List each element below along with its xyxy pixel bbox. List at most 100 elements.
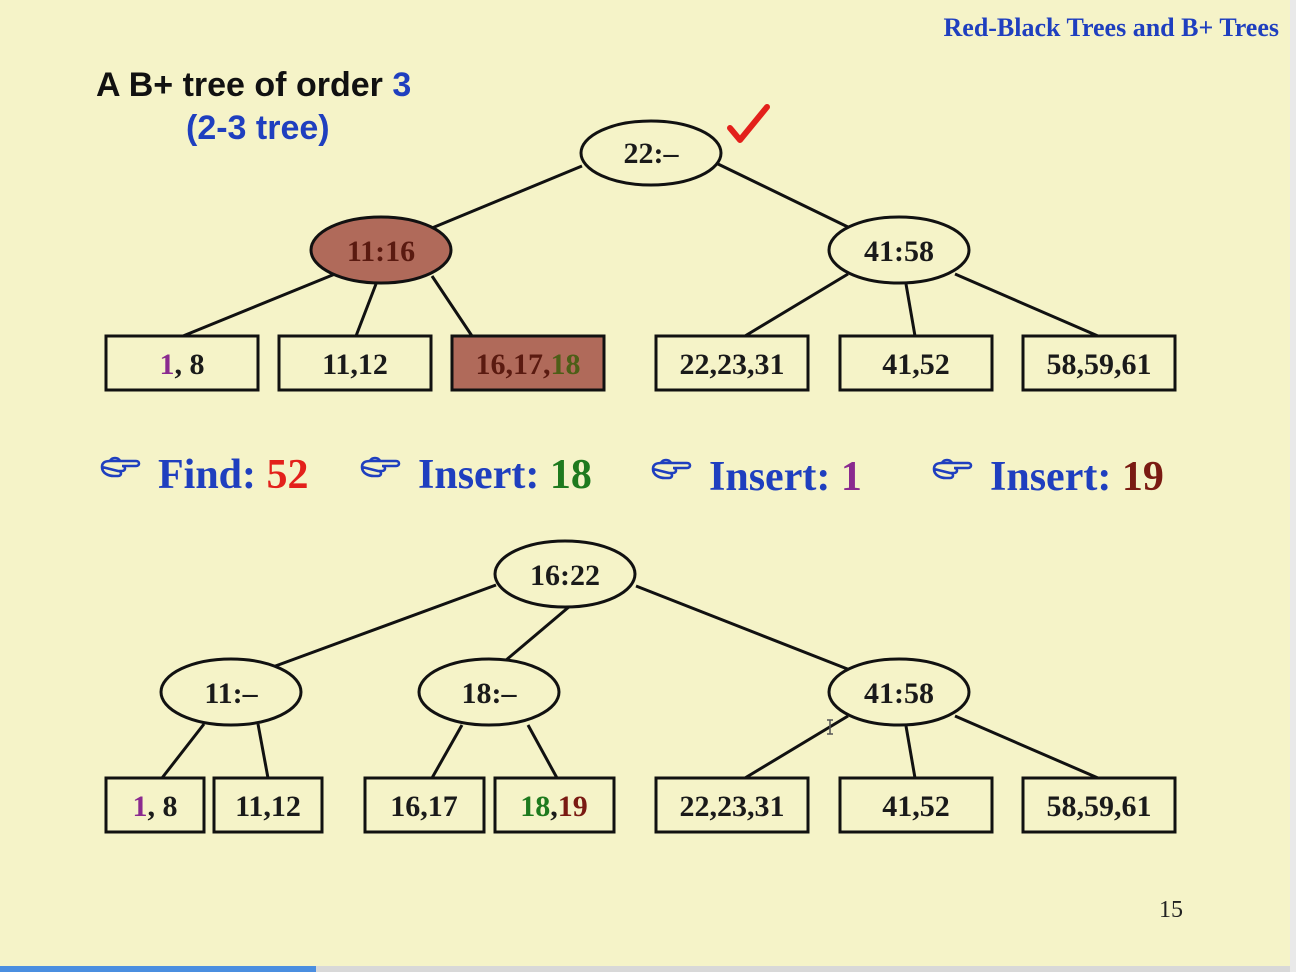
node-ellipse (827, 657, 971, 727)
operation-insert-18: Insert: 18 (360, 452, 592, 498)
bottom-leaf: 22,23,31 (654, 776, 810, 834)
heading-line-2: (2-3 tree) (186, 109, 330, 147)
pointing-hand-icon (100, 456, 141, 478)
top-leaf-highlighted: 16,17,18 (450, 334, 606, 392)
top-leaf: 11,12 (277, 334, 433, 392)
top-leaf: 1, 8 (104, 334, 260, 392)
top-tree: 22:– 11:16 41:58 1, 8 11,12 (104, 104, 1177, 392)
leaf-box (450, 334, 606, 392)
bottom-internal-node: 18:– (417, 657, 561, 727)
node-label: 18:– (462, 677, 518, 710)
heading-order-value: 3 (392, 66, 411, 104)
operation-text: Insert: 1 (709, 454, 862, 500)
leaf-label: 58,59,61 (1047, 348, 1152, 381)
leaf-key: 18 (520, 790, 550, 823)
operation-text: Insert: 19 (990, 454, 1164, 500)
bottom-tree-edges (160, 583, 1099, 780)
node-label: 11:– (204, 677, 258, 710)
playback-progress-bar[interactable] (0, 966, 1290, 972)
top-leaf: 22,23,31 (654, 334, 810, 392)
node-ellipse (159, 657, 303, 727)
leaf-key: 1 (160, 348, 175, 381)
operation-value: 1 (841, 454, 862, 500)
leaf-box (838, 776, 994, 834)
top-internal-node: 11:16 (309, 215, 453, 285)
leaf-label: 41,52 (882, 348, 950, 381)
heading-prefix: A B+ tree of order (96, 66, 392, 104)
edge (256, 723, 270, 779)
operation-label: Find: (158, 452, 267, 498)
bottom-tree: 16:22 11:– 18:– 41:58 1, 8 11,12 (104, 539, 1177, 834)
leaf-label: 11,12 (235, 790, 301, 823)
leaf-key: 58,59,61 (1047, 348, 1152, 381)
top-leaf: 41,52 (838, 334, 994, 392)
leaf-key: 16,17, (476, 348, 551, 381)
page-number: 15 (1159, 897, 1183, 923)
edge (160, 723, 206, 779)
leaf-key: , (550, 790, 558, 823)
edge (504, 604, 571, 663)
edge (354, 283, 378, 337)
leaf-box (104, 776, 206, 834)
node-ellipse (417, 657, 561, 727)
bottom-leaf: 41,52 (838, 776, 994, 834)
operation-find: Find: 52 (100, 452, 309, 498)
leaf-key: 41,52 (882, 348, 950, 381)
bottom-leaf: 58,59,61 (1021, 776, 1177, 834)
bottom-leaf: 11,12 (212, 776, 324, 834)
edge (431, 164, 583, 230)
operation-insert-1: Insert: 1 (651, 454, 862, 500)
leaf-key: , 8 (148, 790, 178, 823)
node-ellipse (579, 119, 723, 187)
edge (954, 714, 1099, 780)
leaf-key: 18 (551, 348, 581, 381)
edge (904, 283, 917, 337)
edge (430, 724, 464, 779)
node-label: 11:16 (347, 235, 415, 268)
operation-insert-19: Insert: 19 (932, 454, 1164, 500)
leaf-label: 58,59,61 (1047, 790, 1152, 823)
bottom-internal-node: 11:– (159, 657, 303, 727)
top-internal-node: 41:58 (827, 215, 971, 285)
leaf-key: 22,23,31 (680, 790, 785, 823)
pointing-hand-icon (651, 458, 692, 480)
node-label: 16:22 (530, 559, 600, 592)
operation-value: 19 (1122, 454, 1164, 500)
operation-value: 18 (550, 452, 592, 498)
pointing-hand-icon (932, 458, 973, 480)
leaf-box (654, 334, 810, 392)
leaf-key: 41,52 (882, 790, 950, 823)
operation-text: Insert: 18 (418, 452, 592, 498)
leaf-box (1021, 776, 1177, 834)
node-label: 22:– (624, 137, 680, 170)
bottom-root-node: 16:22 (493, 539, 637, 609)
leaf-box (363, 776, 486, 834)
operation-label: Insert: (990, 454, 1122, 500)
node-ellipse (827, 215, 971, 285)
edge (269, 583, 497, 670)
pointing-hand-icon (360, 456, 401, 478)
edge (744, 272, 849, 338)
leaf-key: , 8 (175, 348, 205, 381)
window-edge (1290, 0, 1296, 972)
checkmark-icon (727, 104, 770, 143)
leaf-label: 22,23,31 (680, 348, 785, 381)
playback-progress-fill (0, 966, 317, 972)
top-root-node: 22:– (579, 119, 723, 187)
top-leaf: 58,59,61 (1021, 334, 1177, 392)
edge (744, 714, 849, 780)
leaf-label: 16,17,18 (476, 348, 581, 381)
leaf-key: 22,23,31 (680, 348, 785, 381)
node-label: 41:58 (864, 677, 934, 710)
leaf-label: 16,17 (390, 790, 458, 823)
leaf-key: 16,17 (390, 790, 458, 823)
leaf-box (1021, 334, 1177, 392)
edge (904, 725, 917, 779)
leaf-key: 58,59,61 (1047, 790, 1152, 823)
edge (717, 162, 851, 230)
leaf-label: 18,19 (520, 790, 588, 823)
edge (635, 584, 851, 672)
leaf-key: 1 (133, 790, 148, 823)
